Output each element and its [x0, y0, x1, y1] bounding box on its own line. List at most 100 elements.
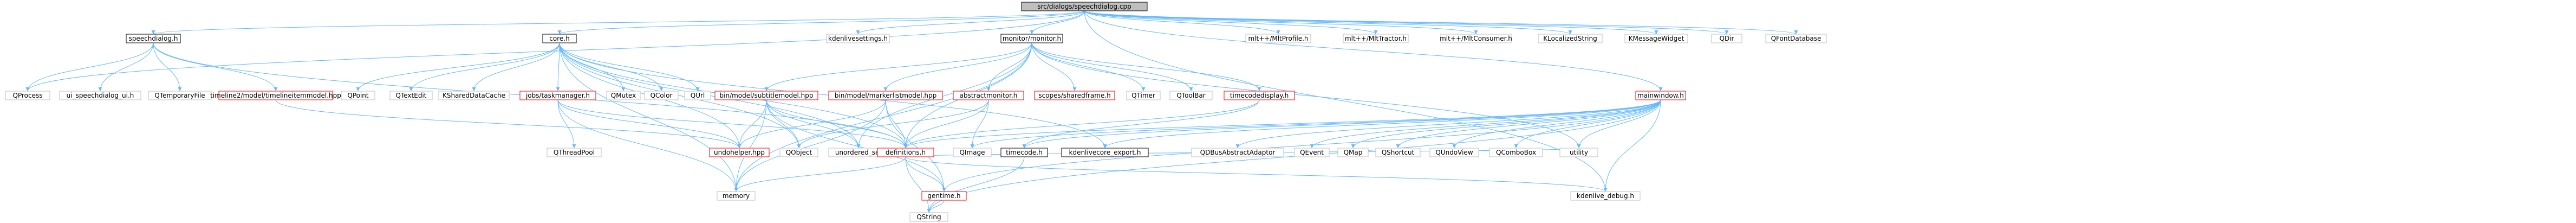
node-label: QEvent — [1300, 149, 1324, 156]
node-qshortcut[interactable]: QShortcut — [1375, 148, 1421, 157]
node-box — [1191, 148, 1284, 157]
node-ksharedcache[interactable]: KSharedDataCache — [438, 91, 510, 100]
node-mltpp-mltconsumer[interactable]: mlt++/MltConsumer.h — [1440, 34, 1512, 43]
edge-monitormanager_h-to-abstractmonitor — [986, 42, 1032, 92]
node-timecode-h[interactable]: timecode.h — [1000, 148, 1048, 157]
edge-mainwindow_h-to-kdenlivecore_export — [1103, 99, 1661, 149]
node-qfontdatabase[interactable]: QFontDatabase — [1765, 34, 1827, 43]
node-root[interactable]: src/dialogs/speechdialog.cpp — [1021, 2, 1148, 11]
edge-timecodedisplay-to-definitions_h — [903, 99, 1260, 149]
node-box — [389, 91, 433, 100]
node-scopes-sharedframe[interactable]: scopes/sharedframe.h — [1034, 91, 1115, 100]
node-box — [1538, 34, 1603, 43]
node-box — [542, 34, 577, 43]
node-bin-subtitlemodel[interactable]: bin/model/subtitlemodel.hpp — [714, 91, 818, 100]
node-label: QUrl — [691, 92, 705, 99]
node-core-h[interactable]: core.h — [542, 34, 577, 43]
edge-definitions_h-to-gentime_h — [905, 156, 946, 192]
node-qtimer[interactable]: QTimer — [1126, 91, 1161, 100]
node-qimage[interactable]: QImage — [953, 148, 992, 157]
node-qobject[interactable]: QObject — [779, 148, 818, 157]
node-kdenlivesettings-h[interactable]: kdenlivesettings.h — [826, 34, 890, 43]
node-timeline2-item[interactable]: timeline2/model/timelineitemmodel.hpp — [210, 91, 341, 100]
node-mainwindow-h[interactable]: mainwindow.h — [1635, 91, 1686, 100]
node-jobs-taskmanager[interactable]: jobs/taskmanager.h — [519, 91, 596, 100]
node-mltpp-mlttractor[interactable]: mlt++/MltTractor.h — [1343, 34, 1409, 43]
node-qmutex[interactable]: QMutex — [606, 91, 641, 100]
node-box — [519, 91, 596, 100]
edge-root-to-speechdialog_h — [152, 10, 1085, 35]
edge-definitions_h-to-memory — [734, 156, 906, 192]
node-label: speechdialog.h — [129, 35, 178, 42]
node-box — [1034, 91, 1115, 100]
node-kdenlivecore-export[interactable]: kdenlivecore_export.h — [1061, 148, 1149, 157]
node-undohelper[interactable]: undohelper.hpp — [709, 148, 770, 157]
edge-root-to-kdenlivesettings_h — [856, 10, 1085, 35]
edge-core_h-to-jobs_taskmanager — [556, 42, 560, 92]
node-definitions-h[interactable]: definitions.h — [877, 148, 934, 157]
node-label: mainwindow.h — [1637, 92, 1684, 99]
node-label: QUndoView — [1435, 149, 1473, 156]
node-unordered-set[interactable]: unordered_set — [828, 148, 889, 157]
node-box — [1570, 191, 1641, 201]
node-label: scopes/sharedframe.h — [1038, 92, 1110, 99]
node-speechdialog-h[interactable]: speechdialog.h — [126, 34, 181, 43]
node-box — [1224, 91, 1295, 100]
node-timecodedisplay[interactable]: timecodedisplay.h — [1224, 91, 1295, 100]
graph-edges — [25, 10, 1798, 213]
edge-timeline2_item-to-undohelper — [275, 99, 741, 149]
node-qcolor[interactable]: QColor — [644, 91, 679, 100]
node-mltpp-mltprofile[interactable]: mlt++/MltProfile.h — [1245, 34, 1311, 43]
node-qpoint[interactable]: QPoint — [341, 91, 375, 100]
node-gentime-h[interactable]: gentime.h — [921, 191, 967, 201]
node-label: QMutex — [611, 92, 636, 99]
node-label: KLocalizedString — [1543, 35, 1597, 42]
node-label: QTextEdit — [396, 92, 427, 99]
node-qtextedit[interactable]: QTextEdit — [389, 91, 433, 100]
node-monitormanager-h[interactable]: monitor/monitor.h — [1000, 34, 1063, 43]
node-label: QProcess — [13, 92, 43, 99]
node-label: QImage — [959, 149, 985, 156]
node-label: bin/model/subtitlemodel.hpp — [720, 92, 814, 99]
edge-timecode_h-to-qstring — [927, 156, 1025, 213]
node-qstring[interactable]: QString — [909, 212, 948, 222]
edge-mainwindow_h-to-qcombobox — [1514, 99, 1661, 149]
node-qevent[interactable]: QEvent — [1294, 148, 1330, 157]
edge-bin_markerlistmodel-to-gentime_h — [885, 99, 946, 192]
node-label: utility — [1570, 149, 1588, 156]
node-label: QToolBar — [1176, 92, 1205, 99]
node-qcombobox[interactable]: QComboBox — [1489, 148, 1543, 157]
node-label: QString — [916, 213, 941, 221]
node-ui-speechdialog[interactable]: ui_speechdialog_ui.h — [59, 91, 141, 100]
node-abstractmonitor[interactable]: abstractmonitor.h — [953, 91, 1024, 100]
node-utility[interactable]: utility — [1559, 148, 1598, 157]
node-box — [953, 148, 992, 157]
node-label: ui_speechdialog_ui.h — [67, 92, 134, 99]
node-qmap[interactable]: QMap — [1337, 148, 1369, 157]
node-qtemporaryfile[interactable]: QTemporaryFile — [148, 91, 212, 100]
node-label: QDBusAbstractAdaptor — [1200, 149, 1276, 156]
edge-gentime_h-to-qstring — [927, 200, 945, 213]
edge-root-to-mltpp_mltprofile — [1084, 10, 1280, 35]
edge-mainwindow_h-to-utility — [1577, 99, 1661, 149]
edge-root-to-mltpp_mltconsumer — [1084, 10, 1478, 35]
node-qdir[interactable]: QDir — [1711, 34, 1742, 43]
node-bin-markerlistmodel[interactable]: bin/model/markerlistmodel.hpp — [828, 91, 943, 100]
edge-core_h-to-memory — [559, 42, 738, 192]
node-label: abstractmonitor.h — [960, 92, 1018, 99]
node-box — [341, 91, 375, 100]
node-qdbusadaptor[interactable]: QDBusAbstractAdaptor — [1191, 148, 1284, 157]
node-klocalizedstring[interactable]: KLocalizedString — [1538, 34, 1603, 43]
node-qtoolbar[interactable]: QToolBar — [1169, 91, 1213, 100]
node-qurl[interactable]: QUrl — [684, 91, 711, 100]
edge-mainwindow_h-to-qevent — [1310, 99, 1661, 149]
node-label: mlt++/MltTractor.h — [1345, 35, 1407, 42]
node-kmessagewidget[interactable]: KMessageWidget — [1624, 34, 1688, 43]
node-qthreadpool[interactable]: QThreadPool — [547, 148, 602, 157]
node-box — [1294, 148, 1330, 157]
node-kdenlive-debug[interactable]: kdenlive_debug.h — [1570, 191, 1641, 201]
node-box — [644, 91, 679, 100]
node-qprocess[interactable]: QProcess — [5, 91, 50, 100]
node-qundoview[interactable]: QUndoView — [1429, 148, 1479, 157]
node-memory[interactable]: memory — [717, 191, 756, 201]
